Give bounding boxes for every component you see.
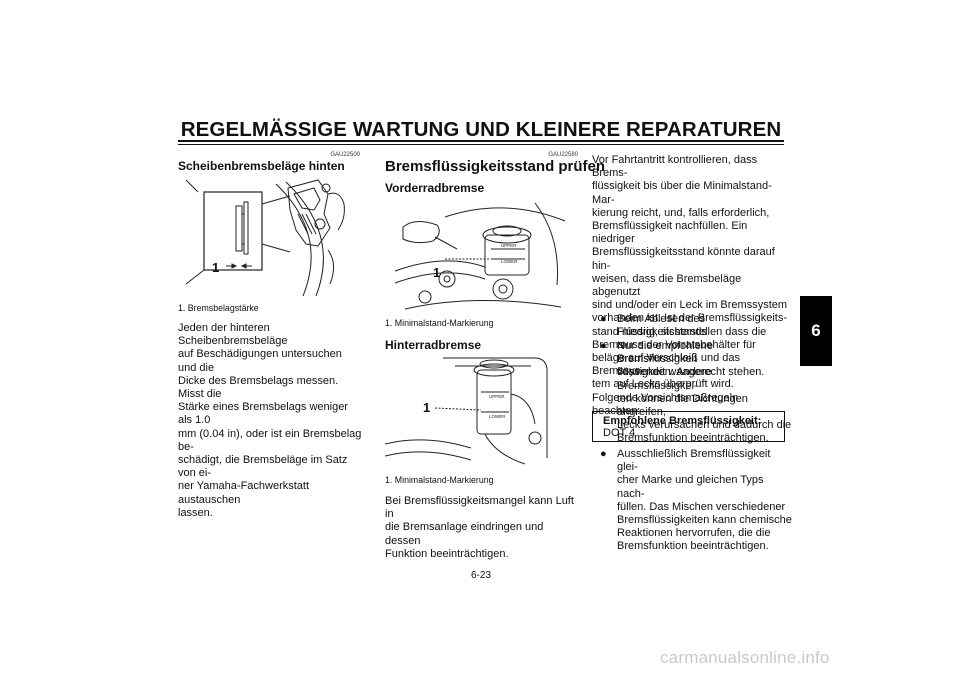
- fluid-check-text: Vor Fahrtantritt kontrollieren, dass Bre…: [592, 154, 788, 418]
- text-line: stand niedrig, sicherstellen dass die Br…: [592, 325, 767, 351]
- section-code: GAU22580: [548, 152, 578, 158]
- section-heading-rear-pads: Scheibenbremsbeläge hinten: [178, 159, 345, 173]
- bullet-item: ● Ausschließlich Bremsflüssigkeit glei- …: [600, 448, 792, 552]
- text-line: schädigt, die Bremsbeläge im Satz von ei…: [178, 454, 348, 480]
- text-line: weisen, dass die Bremsbeläge abgenutzt: [592, 272, 742, 299]
- subheading-front-brake: Vorderradbremse: [385, 181, 485, 195]
- text-line: muss der Vorratsbehälter für Brems-: [617, 339, 756, 365]
- text-line: Bremsflüssigkeiten kann chemische: [617, 514, 792, 527]
- text-line: flüssigkeit bis über die Minimalstand-Ma…: [592, 180, 772, 206]
- front-reservoir-figure: UPPER LOWER 1: [385, 197, 575, 315]
- text-line: sind und/oder ein Leck im Bremssystem: [592, 299, 788, 312]
- bullet-symbol: ●: [600, 340, 607, 352]
- text-line: ten können die Dichtungen angreifen,: [617, 392, 748, 419]
- text-line: verwenden. Andere Bremsflüssigkei-: [617, 366, 712, 392]
- text-line: Vor Fahrtantritt kontrollieren, dass Bre…: [592, 154, 758, 180]
- recommended-fluid-label: Empfohlene Bremsflüssigkeit:: [603, 415, 762, 427]
- text-line: Funktion beeinträchtigen.: [385, 547, 509, 560]
- figure-callout: 1: [433, 265, 440, 280]
- bullet-item: ● Beim Ablesen des Flüssigkeitsstands mu…: [600, 313, 790, 378]
- text-line: Beim Ablesen des Flüssigkeitsstands: [617, 313, 707, 339]
- bullet-symbol: ●: [600, 313, 607, 325]
- bullet-item: ● Nur die empfohlene Bremsflüssigkeit ve…: [600, 340, 791, 444]
- text-line: füllen. Das Mischen verschiedener: [617, 500, 786, 513]
- figure-callout: 1: [212, 260, 219, 275]
- lower-mark: LOWER: [501, 259, 518, 264]
- page-number: 6-23: [470, 570, 491, 581]
- figure-caption: 1. Bremsbelagstärke: [178, 303, 259, 313]
- text-line: Stärke eines Bremsbelags weniger als 1.0: [178, 401, 348, 427]
- bullet-symbol: ●: [600, 448, 607, 460]
- recommended-fluid-value: DOT 4: [603, 427, 636, 439]
- fluid-body-text: Bei Bremsflüssigkeitsmangel kann Luft in…: [385, 495, 577, 561]
- text-line: Reaktionen hervorrufen, die die: [617, 527, 771, 540]
- text-line: cher Marke und gleichen Typs nach-: [617, 474, 764, 500]
- section-code: GAU22500: [330, 152, 360, 158]
- text-line: Lecks verursachen und dadurch die: [617, 419, 792, 432]
- text-line: auf Beschädigungen untersuchen und die: [178, 348, 342, 374]
- watermark: carmanualsonline.info: [660, 648, 830, 667]
- page-title: REGELMÄSSIGE WARTUNG UND KLEINERE REPARA…: [180, 118, 782, 141]
- text-line: Bremsfunktion beeinträchtigen.: [617, 540, 769, 553]
- text-line: Folgende Vorsichtsmaßregeln beachten:: [592, 391, 739, 417]
- upper-mark: UPPER: [501, 243, 517, 248]
- text-line: tem auf Lecks überprüft wird.: [592, 378, 734, 391]
- text-line: beläge auf Verschleiß und das Bremssys-: [592, 352, 740, 378]
- text-line: die Bremsanlage eindringen und dessen: [385, 521, 544, 547]
- rear-pads-body-text: Jeden der hinteren Scheibenbremsbeläge a…: [178, 322, 363, 520]
- chapter-tab: 6: [800, 296, 832, 366]
- text-line: Bei Bremsflüssigkeitsmangel kann Luft in: [385, 495, 574, 521]
- header-rule-thin: [178, 143, 784, 145]
- text-line: lassen.: [178, 506, 213, 519]
- text-line: kierung reicht, und, falls erforderlich,: [592, 206, 770, 219]
- figure-caption: 1. Minimalstand-Markierung: [385, 318, 494, 328]
- text-line: flüssigkeit waagerecht stehen.: [617, 365, 765, 378]
- subheading-rear-brake: Hinterradbremse: [385, 338, 482, 352]
- header-rule-thick: [178, 140, 784, 142]
- rear-brake-pad-figure: 1: [178, 174, 363, 298]
- text-line: Bremsflüssigkeitsstand könnte darauf hin…: [592, 246, 775, 272]
- text-line: Jeden der hinteren Scheibenbremsbeläge: [178, 322, 288, 348]
- recommended-fluid-box: Empfohlene Bremsflüssigkeit: DOT 4: [592, 411, 785, 442]
- text-line: Bremsflüssigkeit nachfüllen. Ein niedrig…: [592, 220, 748, 246]
- text-line: Dicke des Bremsbelags messen. Misst die: [178, 374, 339, 401]
- text-line: Nur die empfohlene Bremsflüssigkeit: [617, 340, 714, 366]
- upper-mark: UPPER: [489, 394, 505, 399]
- figure-caption: 1. Minimalstand-Markierung: [385, 475, 494, 485]
- figure-callout: 1: [423, 400, 430, 415]
- text-line: Ausschließlich Bremsflüssigkeit glei-: [617, 448, 771, 474]
- text-line: mm (0.04 in), oder ist ein Bremsbelag be…: [178, 427, 362, 453]
- text-line: ner Yamaha-Fachwerkstatt austauschen: [178, 480, 310, 506]
- rear-reservoir-figure: UPPER LOWER 1: [384, 354, 575, 470]
- lower-mark: LOWER: [489, 414, 506, 419]
- section-heading-fluid-level: Bremsflüssigkeitsstand prüfen: [385, 158, 606, 175]
- text-line: vorhanden ist. Ist der Bremsflüssigkeits…: [592, 312, 788, 325]
